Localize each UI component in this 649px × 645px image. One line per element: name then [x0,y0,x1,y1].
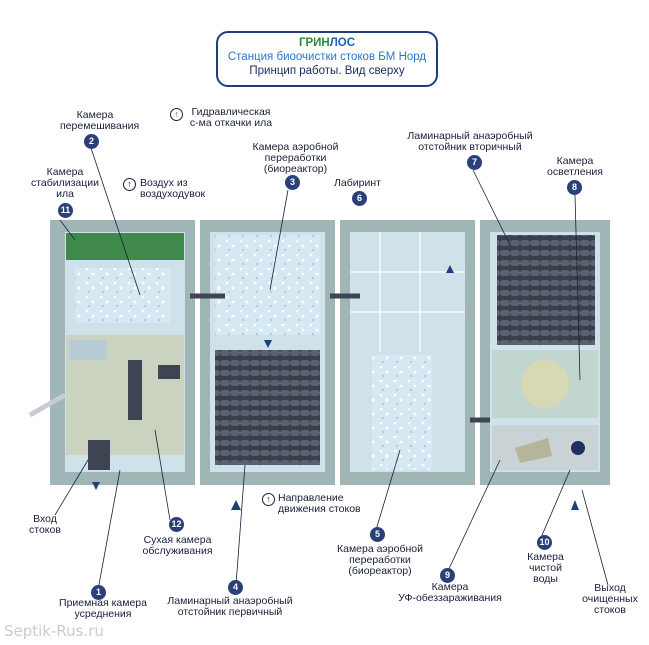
compressor-unit [158,365,180,379]
station-name: Станция биоочистки стоков БМ Норд [227,51,427,63]
label-dry-chamber: Сухая камера обслуживания [142,534,213,557]
tank-section-2 [190,220,335,485]
leader-lines [54,147,609,591]
marker-8: 8 [567,180,582,195]
aerobic-bioreactor-top [215,235,320,335]
marker-7: 7 [467,155,482,170]
uv-lamp-unit [515,438,552,463]
tank-section-right [470,220,610,485]
label-labyrinth: Лабиринт [334,177,381,189]
clarifier-disc [521,360,569,408]
hydraulic-up-icon: ↑ [170,108,183,121]
stabilization-zone [66,233,184,260]
title-box: ГРИНЛОС Станция биоочистки стоков БМ Нор… [216,31,438,87]
label-hydraulic-pump: Гидравлическая с-ма откачки ила [189,106,273,129]
label-air-supply: Воздух из воздуходувок [140,177,206,200]
label-aerobic-bottom: Камера аэробной переработки (биореактор) [336,543,423,577]
marker-2: 2 [84,134,99,149]
label-aerobic-top: Камера аэробной переработки (биореактор) [252,141,339,175]
label-stabilization: Камера стабилизации ила [30,166,100,200]
clean-water-pump [571,441,585,455]
marker-1: 1 [91,585,106,600]
flow-legend-arrow [231,500,241,510]
label-flow-direction: Направление движения стоков [278,492,361,515]
label-uv: Камера УФ-обеззараживания [398,581,502,604]
air-up-icon: ↑ [123,178,136,191]
marker-5: 5 [370,527,385,542]
mixing-chamber-aeration [75,268,170,323]
secondary-laminar-settler [497,235,595,345]
marker-10: 10 [537,535,552,550]
diagram-subtitle: Принцип работы. Вид сверху [249,65,405,77]
label-inlet: Вход стоков [29,513,61,536]
watermark: Septik-Rus.ru [4,622,104,640]
flow-arrows [92,265,579,510]
pump-unit [128,360,142,420]
label-mixing-chamber: Камера перемешивания [60,109,140,132]
tank-section-left [28,220,195,485]
label-outlet: Выход очищенных стоков [582,582,638,616]
marker-6: 6 [352,191,367,206]
inlet-pipe-box [88,440,110,470]
label-laminar-primary: Ламинарный анаэробный отстойник первичны… [167,595,293,618]
label-laminar-secondary: Ламинарный анаэробный отстойник вторичны… [407,130,533,153]
tank-section-3 [330,220,475,485]
marker-11: 11 [58,203,73,218]
marker-4: 4 [228,580,243,595]
aerobic-bioreactor-bottom [372,355,432,470]
flow-direction-icon: ↑ [262,493,275,506]
marker-3: 3 [285,175,300,190]
label-receiving: Приемная камера усреднения [59,597,147,620]
label-clean-water: Камера чистой воды [527,551,564,585]
label-clarification: Камера осветления [547,155,603,178]
marker-12: 12 [169,517,184,532]
brand-name: ГРИНЛОС [298,37,356,49]
primary-laminar-settler [215,350,320,465]
marker-9: 9 [440,568,455,583]
